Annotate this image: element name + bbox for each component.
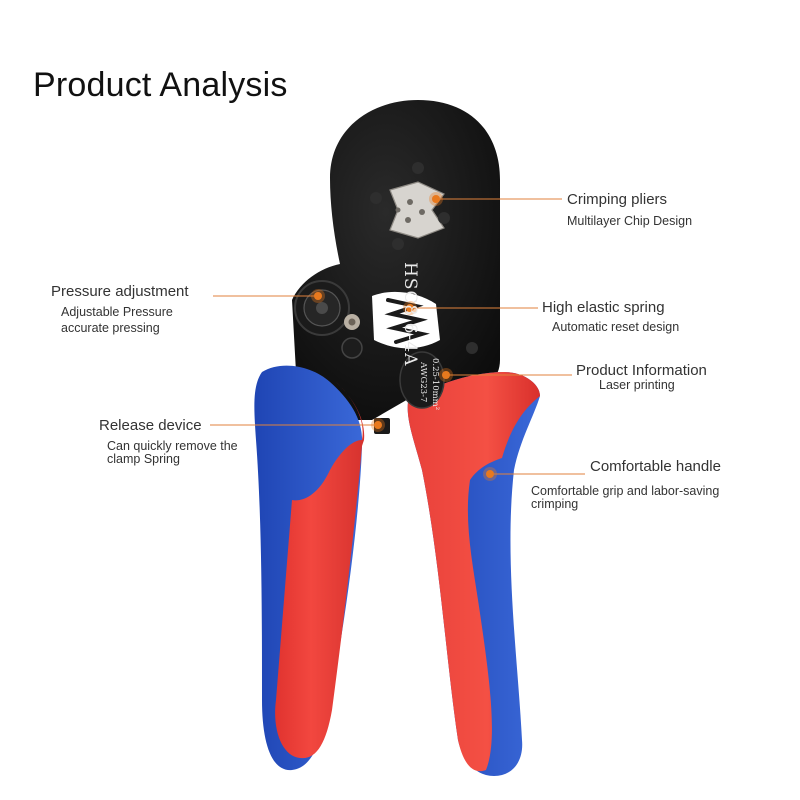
die-hole	[405, 217, 411, 223]
marker-dot-spring	[406, 304, 414, 312]
callout-spring-title: High elastic spring	[542, 299, 665, 316]
callout-pressure-title: Pressure adjustment	[51, 283, 189, 300]
pivot-bolt	[341, 337, 363, 359]
spring-coil	[384, 298, 430, 344]
die-plate	[389, 181, 445, 239]
rivet	[370, 192, 382, 204]
callout-handle-desc-1: Comfortable grip and labor-saving	[531, 484, 720, 498]
tool-spec-marking: 0.25-10mm²	[430, 358, 440, 411]
rivet	[412, 162, 424, 174]
marker-dot-handle	[486, 470, 494, 478]
info-plate	[399, 351, 445, 409]
callout-crimping-title: Crimping pliers	[567, 191, 668, 208]
rivet	[392, 238, 404, 250]
rivet	[466, 342, 478, 354]
marker-dot-pressure	[314, 292, 322, 300]
info-plate-bg	[399, 351, 445, 409]
page-title: Product Analysis	[33, 66, 288, 104]
tool-awg-marking: AWG23-7	[418, 362, 428, 403]
callout-crimping-desc: Multilayer Chip Design	[567, 214, 693, 228]
callout-release-desc-2: clamp Spring	[107, 452, 180, 466]
marker-dot-release	[374, 421, 382, 429]
right-handle	[407, 372, 540, 776]
callout-handle-desc-2: crimping	[531, 497, 579, 511]
callout-leaders	[210, 192, 585, 481]
marker-dot-info	[442, 371, 450, 379]
callout-handle-title: Comfortable handle	[590, 458, 721, 475]
callout-release-desc-1: Can quickly remove the	[107, 439, 238, 453]
left-handle-red-body	[258, 361, 365, 759]
marker-dot-crimping	[432, 195, 440, 203]
callout-pressure-desc-2: accurate pressing	[61, 321, 160, 335]
die-hole	[419, 209, 425, 215]
right-handle-red-body	[407, 372, 540, 772]
callout-pressure-desc-1: Adjustable Pressure	[61, 305, 173, 319]
rivet	[438, 212, 450, 224]
callout-info-title: Product Information	[576, 362, 707, 379]
head-body	[292, 100, 500, 420]
tool-head	[292, 100, 500, 434]
callout-release-title: Release device	[99, 417, 202, 434]
left-handle	[254, 361, 365, 771]
adjust-screw-slot	[348, 318, 356, 326]
callout-info-desc: Laser printing	[599, 378, 675, 392]
tool-model-marking: HSC8 6-4A	[400, 262, 420, 367]
die-hole	[407, 199, 413, 205]
crimp-die	[389, 181, 445, 239]
die-hole	[395, 207, 401, 213]
gear-center	[316, 302, 328, 314]
callout-spring-desc: Automatic reset design	[552, 320, 680, 334]
